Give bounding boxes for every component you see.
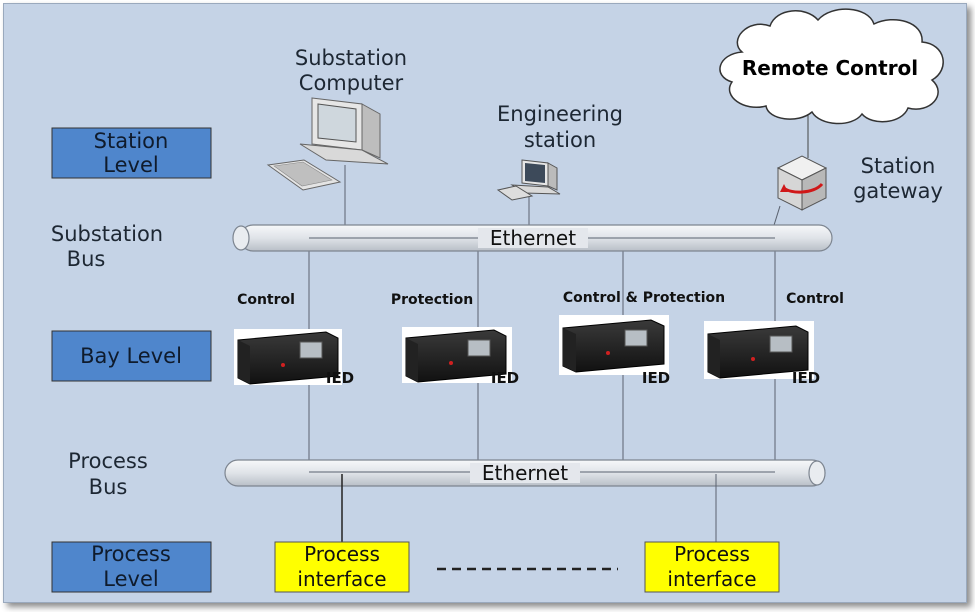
remote-control-label: Remote Control [742, 56, 918, 80]
ied-label: IED [642, 369, 670, 387]
svg-text:interface: interface [667, 567, 756, 591]
ied-device-icon: IED [559, 315, 670, 387]
substation-ethernet-label: Ethernet [490, 226, 576, 250]
bay-unit-4-function: Control [786, 291, 844, 307]
substation-computer-icon: Substation Computer [266, 46, 407, 191]
ied-label: IED [792, 369, 820, 387]
station-gateway-label-2: gateway [853, 179, 943, 203]
bay-unit-1-function: Control [237, 292, 295, 308]
process-interface-box-1: Process interface [274, 541, 410, 593]
ied-label: IED [326, 369, 354, 387]
process-bus-pipe: Ethernet [224, 459, 826, 487]
svg-text:Level: Level [103, 153, 158, 177]
engineering-station-label-1: Engineering [497, 102, 623, 126]
engineering-station-label-2: station [524, 128, 596, 152]
process-ethernet-label: Ethernet [482, 461, 568, 485]
station-gateway-icon: Station gateway [776, 154, 943, 211]
svg-text:Bay Level: Bay Level [80, 344, 182, 368]
engineering-station-icon: Engineering station [496, 102, 623, 201]
substation-bus-pipe: Ethernet [232, 224, 833, 252]
svg-text:Level: Level [103, 567, 158, 591]
process-bus-label-1: Process [68, 449, 148, 473]
connection-lines [308, 115, 809, 473]
ellipsis-text: - - - - - - - - - - - - [524, 599, 532, 601]
bay-level-box: Bay Level [51, 330, 212, 382]
svg-text:Station: Station [94, 129, 169, 153]
substation-computer-label-2: Computer [299, 71, 404, 95]
bay-unit-2-function: Protection [391, 292, 473, 308]
process-level-box: Process Level [51, 541, 212, 593]
ied-device-icon: IED [704, 321, 820, 387]
remote-control-cloud-icon: Remote Control [719, 8, 944, 125]
process-interface-box-2: Process interface [644, 541, 780, 593]
substation-bus-label-2: Bus [67, 247, 106, 271]
bay-unit-3-function: Control & Protection [563, 290, 725, 306]
ied-device-icon: IED [234, 329, 354, 387]
ied-device-icon: IED [402, 327, 519, 387]
substation-bus-label-1: Substation [51, 222, 163, 246]
ied-label: IED [491, 369, 519, 387]
substation-computer-label-1: Substation [295, 46, 407, 70]
station-level-box: Station Level [51, 127, 212, 179]
station-gateway-label-1: Station [861, 154, 936, 178]
process-bus-label-2: Bus [89, 475, 128, 499]
svg-text:Process: Process [304, 542, 380, 566]
svg-text:Process: Process [91, 542, 171, 566]
svg-text:interface: interface [297, 567, 386, 591]
svg-text:Process: Process [674, 542, 750, 566]
